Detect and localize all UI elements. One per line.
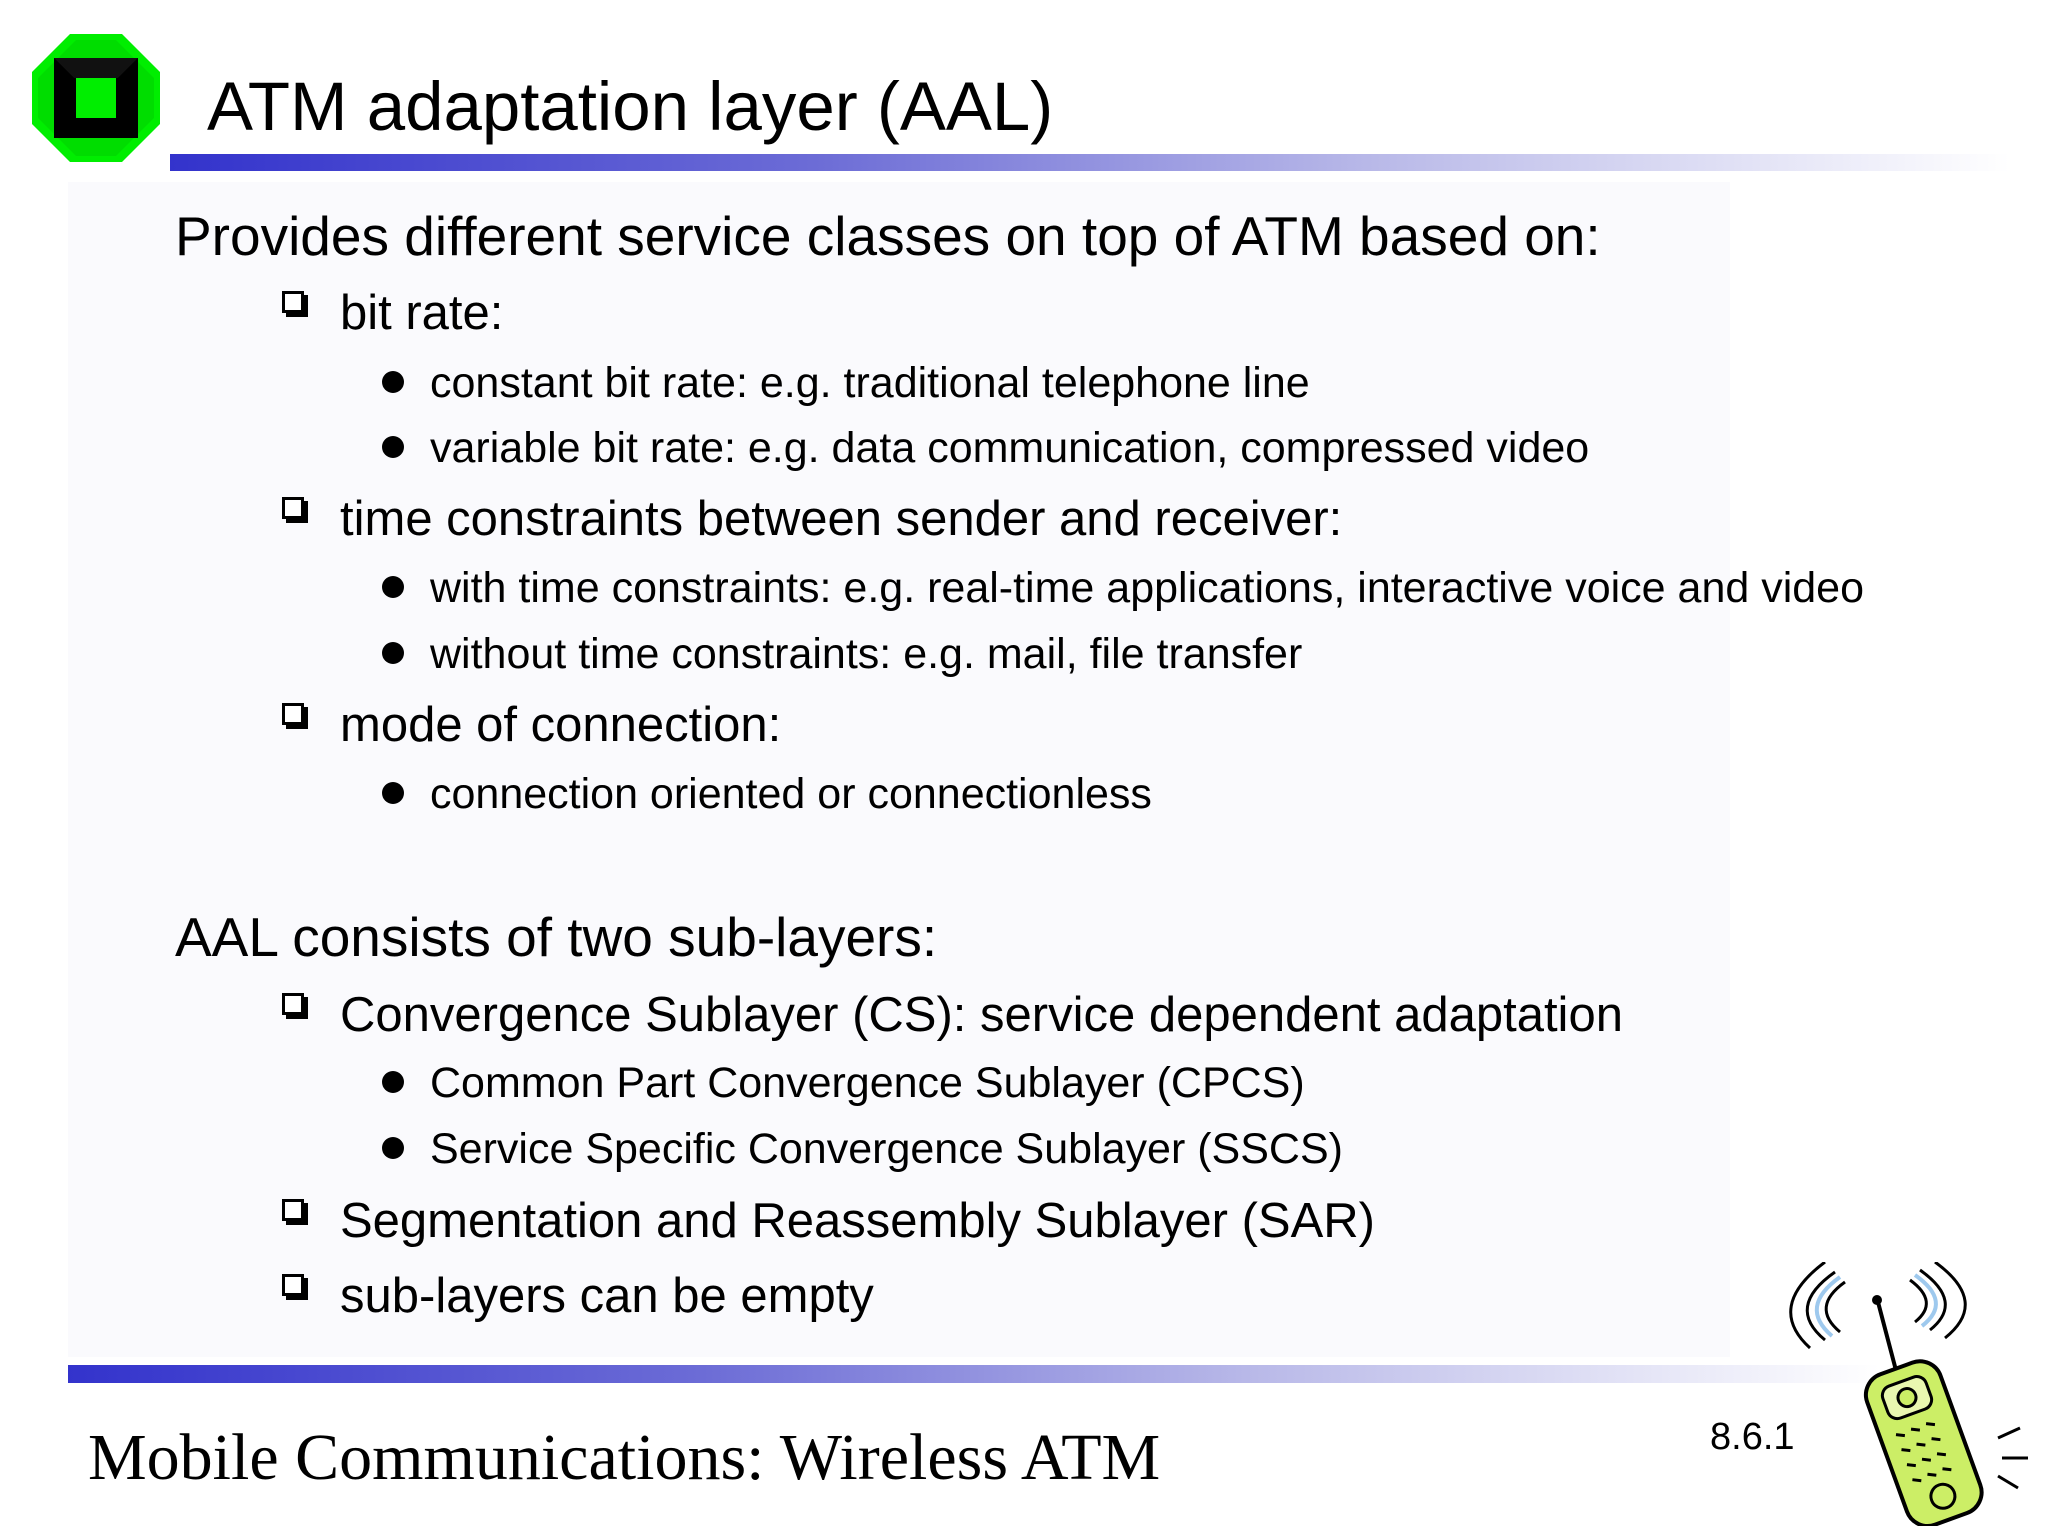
section-heading: AAL consists of two sub-layers:: [175, 906, 938, 968]
footer-divider: [68, 1365, 1880, 1383]
round-bullet-icon: [382, 436, 404, 458]
square-bullet-icon: [282, 1199, 304, 1221]
list-item: Segmentation and Reassembly Sublayer (SA…: [340, 1194, 1375, 1248]
footer-course-title: Mobile Communications: Wireless ATM: [88, 1421, 1161, 1494]
sub-list-item: variable bit rate: e.g. data communicati…: [430, 424, 1590, 472]
content-area: [68, 182, 1730, 1357]
sub-list-item: Common Part Convergence Sublayer (CPCS): [430, 1059, 1305, 1107]
round-bullet-icon: [382, 1071, 404, 1093]
square-bullet-icon: [282, 1274, 304, 1296]
square-bullet-icon: [282, 497, 304, 519]
slide-number: 8.6.1: [1710, 1416, 1795, 1458]
round-bullet-icon: [382, 1137, 404, 1159]
sub-list-item: with time constraints: e.g. real-time ap…: [430, 564, 1865, 612]
sub-list-item: without time constraints: e.g. mail, fil…: [430, 630, 1303, 678]
slide-title: ATM adaptation layer (AAL): [207, 68, 1054, 145]
sub-list-item: connection oriented or connectionless: [430, 770, 1152, 818]
square-bullet-icon: [282, 291, 304, 313]
cellphone-clipart-icon: [1789, 1262, 2028, 1526]
list-item: mode of connection:: [340, 698, 782, 752]
section-heading: Provides different service classes on to…: [175, 205, 1601, 267]
square-bullet-icon: [282, 703, 304, 725]
list-item: sub-layers can be empty: [340, 1269, 874, 1323]
sub-list-item: Service Specific Convergence Sublayer (S…: [430, 1125, 1343, 1173]
title-divider: [170, 154, 2010, 171]
round-bullet-icon: [382, 576, 404, 598]
square-bullet-icon: [282, 993, 304, 1015]
round-bullet-icon: [382, 782, 404, 804]
university-logo-icon: [32, 34, 160, 162]
list-item: bit rate:: [340, 286, 504, 340]
round-bullet-icon: [382, 371, 404, 393]
sub-list-item: constant bit rate: e.g. traditional tele…: [430, 359, 1310, 407]
list-item: Convergence Sublayer (CS): service depen…: [340, 988, 1623, 1042]
list-item: time constraints between sender and rece…: [340, 492, 1343, 546]
round-bullet-icon: [382, 642, 404, 664]
